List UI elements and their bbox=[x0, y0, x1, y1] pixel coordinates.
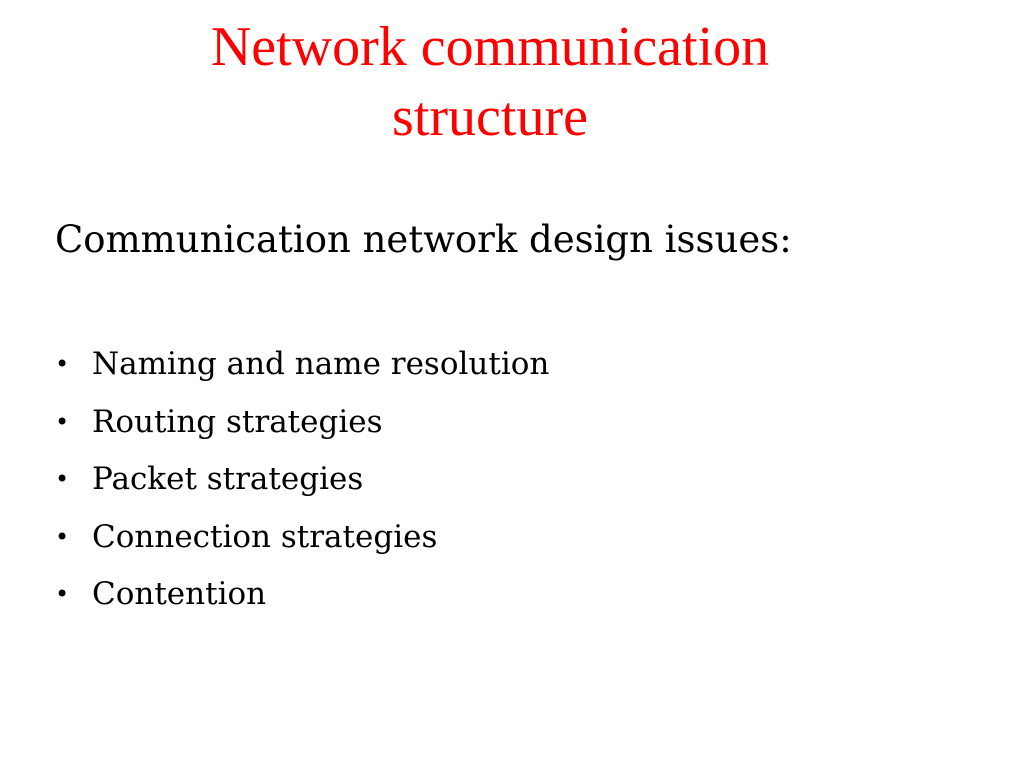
bullet-icon: • bbox=[55, 580, 70, 608]
bullet-icon: • bbox=[55, 407, 70, 436]
slide-title-line-2: structure bbox=[392, 86, 588, 148]
slide-subtitle: Communication network design issues: bbox=[55, 218, 792, 261]
bullet-list: • Naming and name resolution • Routing s… bbox=[55, 336, 955, 624]
bullet-text: Contention bbox=[92, 576, 267, 612]
bullet-icon: • bbox=[55, 465, 70, 493]
bullet-item: • Packet strategies bbox=[55, 451, 955, 509]
bullet-text: Packet strategies bbox=[92, 461, 364, 497]
bullet-icon: • bbox=[55, 522, 70, 551]
bullet-text: Connection strategies bbox=[92, 518, 438, 555]
bullet-icon: • bbox=[55, 350, 70, 378]
bullet-item: • Naming and name resolution bbox=[55, 336, 955, 394]
bullet-item: • Routing strategies bbox=[55, 394, 955, 452]
bullet-text: Naming and name resolution bbox=[92, 346, 550, 382]
bullet-text: Routing strategies bbox=[92, 403, 383, 440]
slide-title: Network communication structure bbox=[0, 12, 980, 152]
slide-title-line-1: Network communication bbox=[210, 16, 770, 78]
bullet-item: • Connection strategies bbox=[55, 509, 955, 567]
bullet-item: • Contention bbox=[55, 566, 955, 624]
